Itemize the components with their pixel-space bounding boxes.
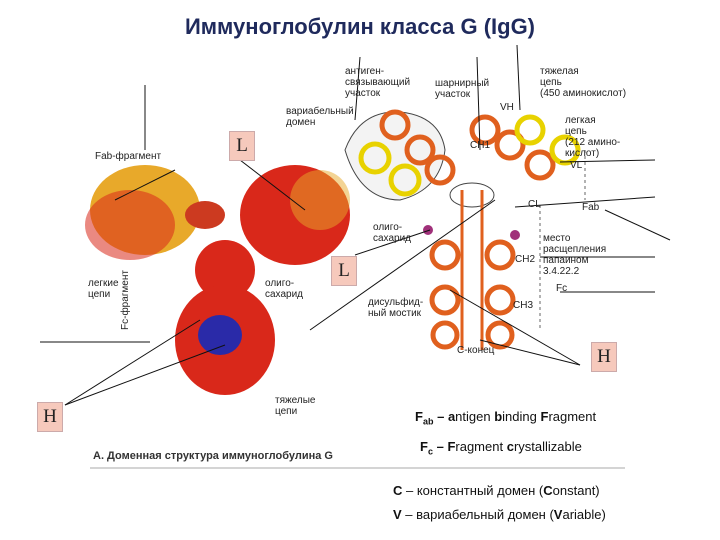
label-vh: VH: [500, 102, 514, 113]
label-oligosaccharide-right: олиго- сахарид: [373, 222, 411, 244]
label-fc: Fc: [556, 283, 568, 294]
label-disulfide-bridge: дисульфид- ный мостик: [368, 297, 424, 319]
legend-variable: V – вариабельный домен (Variable): [393, 507, 606, 522]
label-cleavage-site: место расщепления папаином 3.4.22.2: [543, 233, 607, 277]
box-h-right: H: [591, 342, 617, 372]
label-vl: VL: [570, 160, 583, 171]
box-l-top: L: [229, 131, 255, 161]
label-variable-domain: вариабельный домен: [286, 106, 354, 128]
legend-fab: Fab – antigen binding Fragment: [415, 409, 597, 427]
label-heavy-chains: тяжелые цепи: [275, 395, 316, 417]
label-fab: Fab: [582, 202, 600, 213]
label-antigen-site: антиген- связывающий участок: [345, 66, 411, 99]
label-c-terminal: С-конец: [457, 345, 495, 356]
box-h-left: H: [37, 402, 63, 432]
schematic-diagram: [344, 109, 586, 350]
label-fc-fragment: Fc-фрагмент: [120, 270, 131, 330]
page-title: Иммуноглобулин класса G (IgG): [184, 14, 536, 39]
label-hinge: шарнирный участок: [435, 78, 490, 100]
label-cl: CL: [528, 199, 541, 210]
label-ch1: CH1: [470, 140, 491, 151]
figure-caption: А. Доменная структура иммуноглобулина G: [93, 450, 333, 462]
label-fab-fragment: Fab-фрагмент: [95, 151, 162, 162]
label-heavy-chain: тяжелая цепь (450 аминокислот): [540, 66, 627, 99]
box-l-middle: L: [331, 256, 357, 286]
label-ch3: CH3: [513, 300, 534, 311]
label-oligosaccharide-left: олиго- сахарид: [265, 278, 303, 300]
legend-fc: Fc – Fragment crystallizable: [420, 439, 582, 457]
label-light-chain: легкая цепь (212 амино- кислот): [565, 115, 621, 159]
legend-constant: C – константный домен (Constant): [393, 483, 600, 498]
label-light-chains: легкие цепи: [88, 278, 119, 300]
molecule-3d-model: [85, 165, 350, 395]
label-ch2: CH2: [515, 254, 536, 265]
pointer-lines: [40, 44, 671, 406]
